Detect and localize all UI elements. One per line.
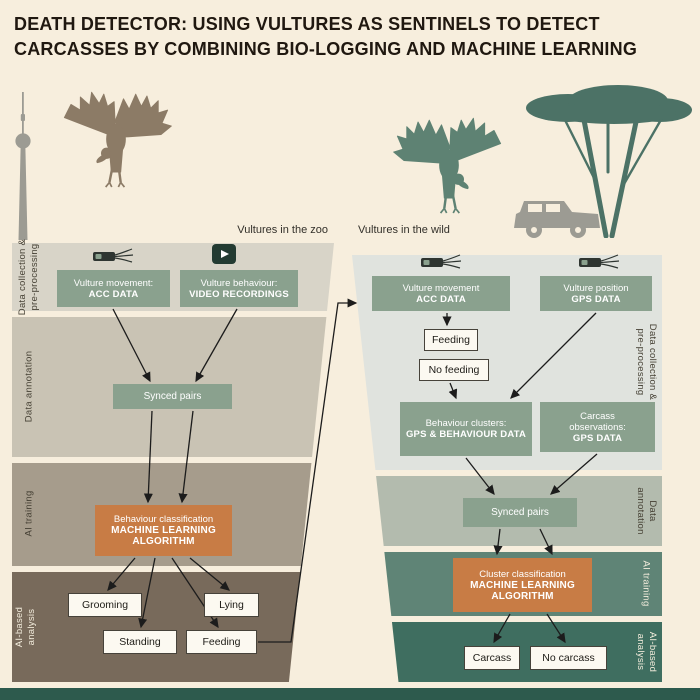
- box-line-bold: ACC DATA: [88, 288, 139, 300]
- footer-band: [0, 688, 700, 700]
- wild-column-header: Vultures in the wild: [358, 224, 450, 236]
- wild-stage-label-ai-analysis: AI-based analysis: [634, 631, 658, 673]
- box-line-bold: GPS DATA: [571, 293, 621, 305]
- zoo-column-header: Vultures in the zoo: [237, 224, 328, 236]
- zoo-output-feeding: Feeding: [186, 630, 257, 654]
- box-line: Vulture movement:: [73, 277, 154, 289]
- box-line-bold: GPS & BEHAVIOUR DATA: [405, 429, 527, 440]
- wild-stage-label-data-annotation: Data annotation: [634, 487, 658, 535]
- wild-behaviour-clusters-box: Behaviour clusters: GPS & BEHAVIOUR DATA: [400, 402, 532, 456]
- wild-no-feeding-label: No feeding: [419, 359, 489, 381]
- box-line: No feeding: [428, 364, 480, 376]
- box-line: Behaviour clusters:: [425, 418, 507, 429]
- zoo-stage-label-ai-analysis: AI-based analysis: [14, 606, 38, 648]
- bio-logger-icon: [578, 252, 620, 277]
- wild-gps-data-box: Vulture position GPS DATA: [540, 276, 652, 311]
- box-line: Vulture position: [563, 282, 629, 294]
- box-line: No carcass: [542, 652, 595, 664]
- box-line-bold: MACHINE LEARNING ALGORITHM: [470, 579, 575, 602]
- zoo-stage-label-data-annotation: Data annotation: [23, 350, 35, 423]
- box-line: Standing: [119, 636, 161, 648]
- box-line-bold: MACHINE LEARNING ALGORITHM: [111, 525, 216, 547]
- box-line: Vulture movement: [402, 282, 480, 294]
- box-line: Carcass: [472, 652, 512, 664]
- box-line: Lying: [219, 599, 244, 611]
- box-line-bold: ACC DATA: [416, 293, 466, 305]
- bio-logger-icon: [420, 252, 462, 277]
- zoo-band-ai-analysis: [12, 572, 334, 682]
- box-line: Carcass observations:: [569, 410, 626, 433]
- tv-tower-silhouette: [8, 88, 38, 245]
- wild-carcass-observations-box: Carcass observations: GPS DATA: [540, 402, 655, 452]
- zoo-synced-pairs-box: Synced pairs: [113, 384, 232, 409]
- wild-acc-data-box: Vulture movement ACC DATA: [372, 276, 510, 311]
- zoo-machine-learning-box: Behaviour classification MACHINE LEARNIN…: [95, 505, 232, 556]
- zoo-output-lying: Lying: [204, 593, 259, 617]
- box-line-bold: VIDEO RECORDINGS: [189, 288, 289, 300]
- box-line: Synced pairs: [143, 391, 202, 402]
- zoo-stage-label-ai-training: AI training: [23, 490, 35, 537]
- wild-output-carcass: Carcass: [464, 646, 520, 670]
- wild-stage-label-data-collection: Data collection & pre-processing: [634, 323, 658, 401]
- acacia-tree-silhouette: [522, 80, 694, 243]
- wild-synced-pairs-box: Synced pairs: [463, 498, 577, 527]
- box-line: Feeding: [202, 636, 241, 648]
- wild-output-no-carcass: No carcass: [530, 646, 607, 670]
- box-line: Feeding: [432, 334, 470, 346]
- zoo-stage-label-data-collection: Data collection & pre-processing: [17, 238, 41, 316]
- box-line: Synced pairs: [491, 507, 549, 518]
- zoo-video-data-box: Vulture behaviour: VIDEO RECORDINGS: [180, 270, 298, 307]
- wild-stage-label-ai-training: AI training: [640, 560, 652, 607]
- vulture-silhouette-wild: [388, 112, 510, 229]
- vulture-silhouette-zoo: [55, 86, 177, 203]
- zoo-output-grooming: Grooming: [68, 593, 142, 617]
- wild-machine-learning-box: Cluster classification MACHINE LEARNING …: [453, 558, 592, 612]
- zoo-acc-data-box: Vulture movement: ACC DATA: [57, 270, 170, 307]
- safari-jeep-silhouette: [512, 192, 604, 247]
- page-title: DEATH DETECTOR: USING VULTURES AS SENTIN…: [14, 14, 638, 60]
- box-line: Behaviour classification: [113, 514, 214, 525]
- box-line: Vulture behaviour:: [200, 277, 278, 289]
- box-line: Grooming: [81, 599, 129, 611]
- box-line: Cluster classification: [479, 568, 566, 580]
- zoo-output-standing: Standing: [103, 630, 177, 654]
- box-line-bold: GPS DATA: [572, 432, 623, 444]
- bio-logger-icon: [92, 246, 134, 271]
- wild-feeding-label: Feeding: [424, 329, 478, 351]
- video-camera-icon: [211, 242, 237, 271]
